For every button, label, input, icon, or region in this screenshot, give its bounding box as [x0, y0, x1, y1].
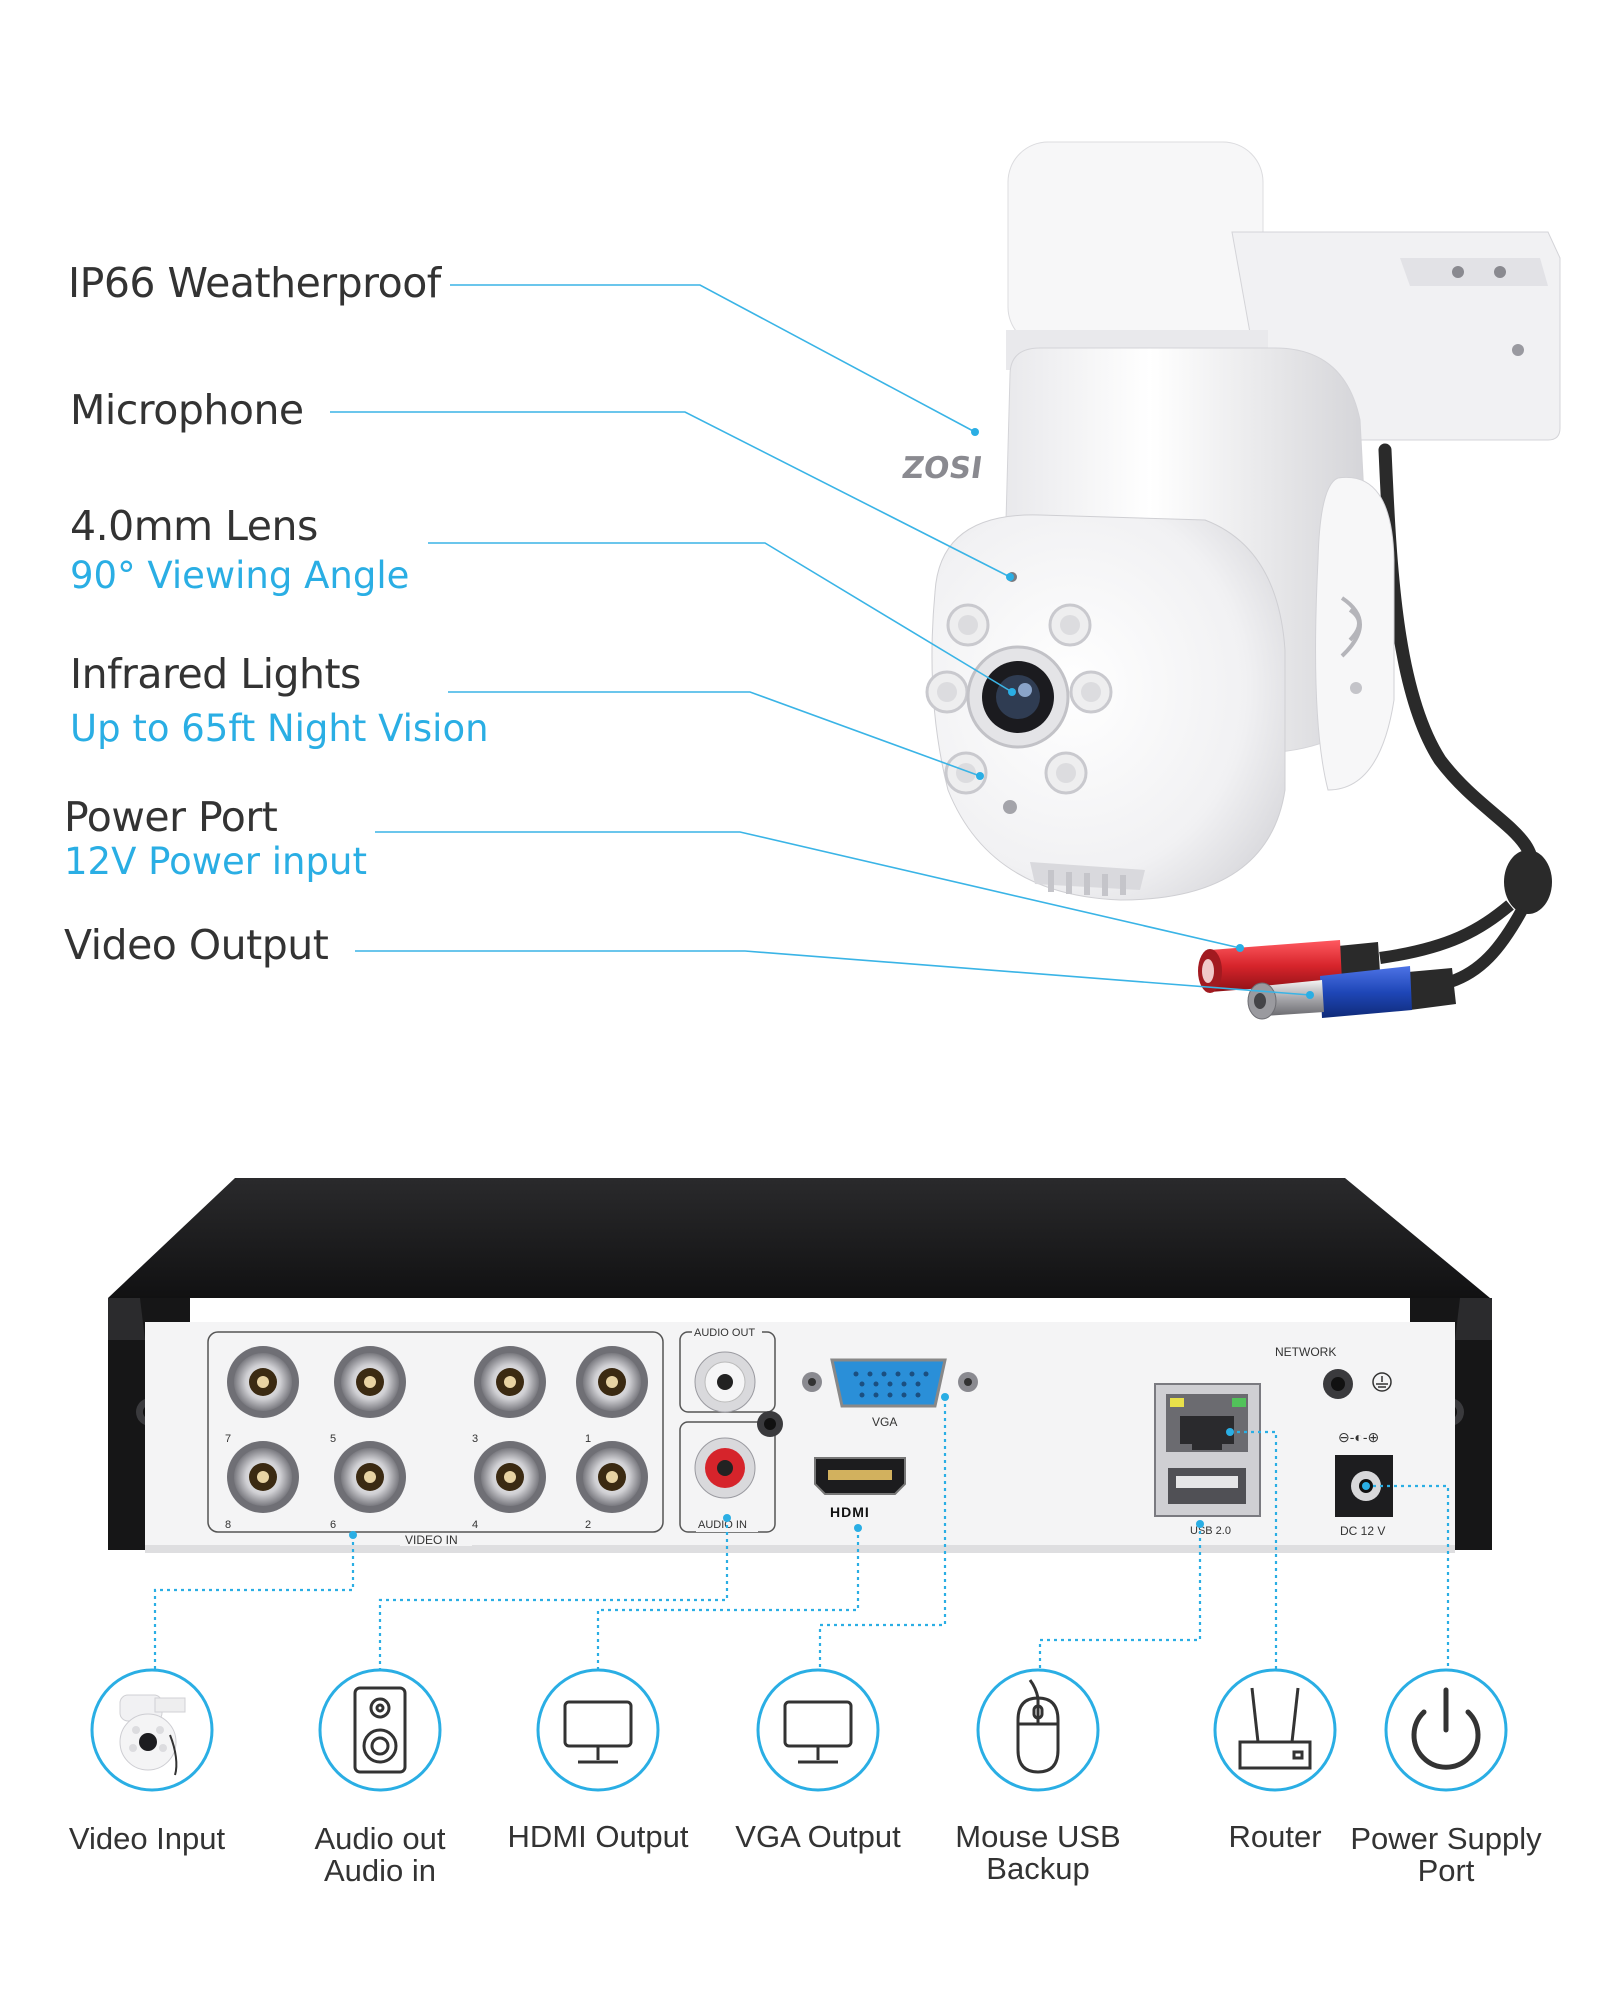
feature-sub-power-input: 12V Power input [64, 840, 367, 883]
video-in-label: VIDEO IN [405, 1533, 458, 1547]
port-number: 5 [330, 1433, 336, 1445]
icon-label-vga: VGA Output [735, 1819, 901, 1854]
port-number: 1 [585, 1433, 591, 1445]
monitor-icon [783, 1700, 853, 1764]
hdmi-logo: HDMI [830, 1504, 870, 1520]
port-number: 6 [330, 1519, 336, 1531]
feature-callout-lines [330, 284, 1311, 996]
feature-title-microphone: Microphone [70, 386, 304, 434]
power-icon [1411, 1687, 1481, 1770]
connector-dot [1196, 1520, 1204, 1528]
monitor-icon [563, 1700, 633, 1764]
camera-dome [931, 514, 1286, 901]
audio-out-label: AUDIO OUT [694, 1327, 755, 1339]
port-connector-lines [153, 1393, 1450, 1670]
callout-dot [1006, 573, 1014, 581]
icon-label-power-supply: Power Supply Port [1350, 1821, 1542, 1888]
rca-audio-in [694, 1437, 756, 1499]
port-number: 8 [225, 1519, 231, 1531]
connector-dot [1226, 1428, 1234, 1436]
vga-label: VGA [872, 1415, 897, 1429]
dvr-illustration: 7 5 3 1 8 6 4 2 VIDEO IN AUDIO OUT AUDIO… [108, 1178, 1492, 1553]
feature-sub-viewing-angle: 90° Viewing Angle [70, 554, 410, 597]
feature-title-weatherproof: IP66 Weatherproof [68, 259, 441, 307]
feature-sub-night-vision: Up to 65ft Night Vision [70, 707, 489, 750]
camera-brand: ZOSI [900, 451, 985, 486]
icon-label-mouse-usb: Mouse USB Backup [955, 1819, 1121, 1886]
ground-icon [1372, 1372, 1392, 1392]
connector-dot [941, 1393, 949, 1401]
icon-label-router: Router [1228, 1819, 1322, 1854]
dvr-lid [108, 1178, 1490, 1298]
polarity-label: ⊖-◐-⊕ [1338, 1429, 1379, 1445]
feature-title-video-output: Video Output [64, 921, 329, 969]
feature-title-lens: 4.0mm Lens [70, 502, 318, 550]
ir-lights [925, 603, 1113, 795]
connector-dot [854, 1524, 862, 1532]
callout-dot [1008, 688, 1016, 696]
feature-title-infrared: Infrared Lights [70, 650, 361, 698]
port-number: 3 [472, 1433, 478, 1445]
camera-illustration: ZOSI [330, 141, 1561, 1020]
port-number: 4 [472, 1519, 478, 1531]
connector-dot [1362, 1482, 1370, 1490]
dc-label: DC 12 V [1340, 1524, 1385, 1538]
callout-dot [976, 772, 984, 780]
bnc-connectors [227, 1346, 648, 1513]
mouse-icon [1016, 1679, 1060, 1774]
connector-dot [349, 1531, 357, 1539]
icon-label-video-input: Video Input [68, 1821, 226, 1856]
speaker-icon [353, 1686, 407, 1774]
port-number: 7 [225, 1433, 231, 1445]
callout-dot [1306, 991, 1314, 999]
network-label: NETWORK [1275, 1345, 1336, 1359]
feature-title-power-port: Power Port [64, 793, 278, 841]
rca-audio-out [694, 1351, 756, 1413]
camera-connectors [1198, 850, 1552, 1020]
video-in-group [207, 1331, 664, 1533]
port-icons [90, 1668, 1508, 1792]
camera-lens [966, 645, 1070, 814]
icon-label-audio: Audio out Audio in [314, 1821, 446, 1888]
callout-dot [1236, 944, 1244, 952]
callout-dot [971, 428, 979, 436]
port-number: 2 [585, 1519, 591, 1531]
camera-icon [119, 1694, 186, 1776]
router-icon [1238, 1687, 1312, 1770]
connector-dot [723, 1514, 731, 1522]
camera-cable [1378, 443, 1539, 887]
audio-in-label: AUDIO IN [698, 1519, 747, 1531]
icon-label-hdmi: HDMI Output [507, 1819, 689, 1854]
